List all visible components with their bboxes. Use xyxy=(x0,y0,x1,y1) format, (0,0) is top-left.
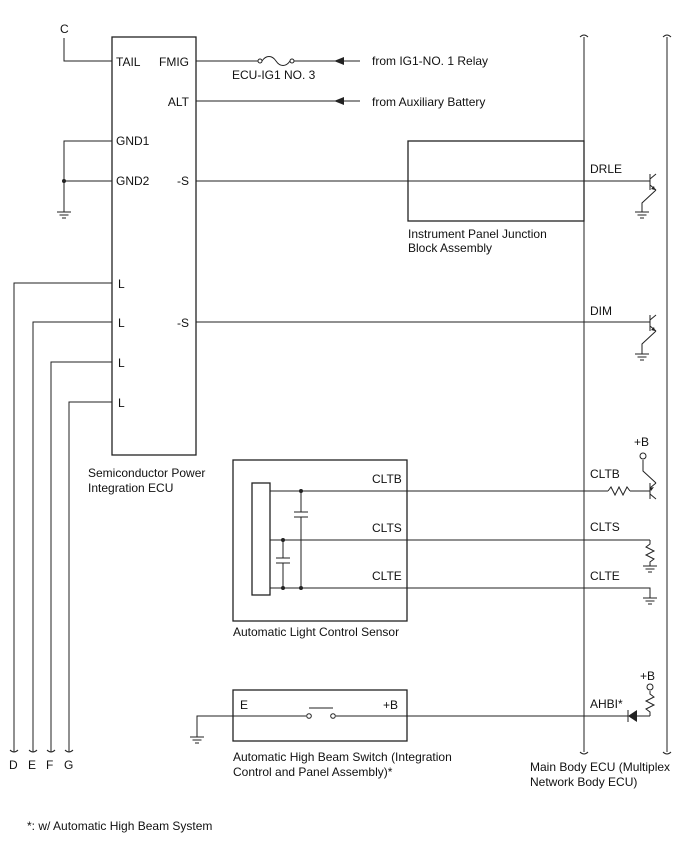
junction-dot xyxy=(281,586,285,590)
fuse-icon xyxy=(261,56,291,66)
pin-l1: L xyxy=(118,277,125,291)
connector-f-icon xyxy=(46,749,56,753)
junction-dot xyxy=(62,179,66,183)
arrow-left-icon xyxy=(334,57,344,65)
light-sensor-name: Automatic Light Control Sensor xyxy=(233,625,399,639)
pin-s-drle: -S xyxy=(177,174,189,188)
junction-dot xyxy=(299,489,303,493)
diode-icon xyxy=(627,710,637,722)
switch-pin-b: +B xyxy=(383,698,398,712)
connector-d-label: D xyxy=(9,758,18,772)
power-ecu-box xyxy=(111,36,197,456)
main-body-ecu-name-1: Main Body ECU (Multiplex xyxy=(530,760,670,774)
junction-block: Instrument Panel Junction Block Assembly xyxy=(407,140,585,255)
switch-icon xyxy=(306,707,336,719)
supply-terminal xyxy=(639,452,647,460)
switch-ground-wire xyxy=(190,715,233,744)
main-body-ecu: Main Body ECU (Multiplex Network Body EC… xyxy=(530,34,672,789)
sensor-pin-clts: CLTS xyxy=(372,521,402,535)
from-battery-label: from Auxiliary Battery xyxy=(372,95,485,109)
supply-label-1: +B xyxy=(634,435,649,449)
sensor-pin-cltb: CLTB xyxy=(372,472,402,486)
power-ecu-name-1: Semiconductor Power xyxy=(88,466,205,480)
pin-clte: CLTE xyxy=(590,569,620,583)
dim-wire: DIM xyxy=(196,304,657,361)
high-beam-switch-name-2: Control and Panel Assembly)* xyxy=(233,765,393,779)
from-relay-label: from IG1-NO. 1 Relay xyxy=(372,54,488,68)
pin-cltb: CLTB xyxy=(590,467,620,481)
ground-icon xyxy=(643,565,657,573)
pin-alt: ALT xyxy=(168,95,190,109)
pin-gnd1: GND1 xyxy=(116,134,150,148)
sensor-element xyxy=(251,482,271,596)
clts-wire: CLTS xyxy=(407,520,657,573)
high-beam-switch-name-1: Automatic High Beam Switch (Integration xyxy=(233,750,452,764)
connector-e-label: E xyxy=(28,758,36,772)
ground-icon xyxy=(190,736,204,744)
fuse-terminal-left xyxy=(257,58,263,64)
resistor-icon xyxy=(644,540,656,566)
supply-terminal xyxy=(646,683,654,691)
pin-l4: L xyxy=(118,396,125,410)
ground-icon xyxy=(635,353,649,361)
footnote: *: w/ Automatic High Beam System xyxy=(27,819,212,833)
arrow-left-icon xyxy=(334,97,344,105)
connector-e-icon xyxy=(28,749,38,753)
switch-pin-e: E xyxy=(240,698,248,712)
pin-dim: DIM xyxy=(590,304,612,318)
pin-l2: L xyxy=(118,316,125,330)
main-body-ecu-name-2: Network Body ECU) xyxy=(530,775,637,789)
transistor-icon xyxy=(649,173,657,191)
pin-clts: CLTS xyxy=(590,520,620,534)
drle-wire: DRLE xyxy=(196,162,657,219)
pin-l3: L xyxy=(118,356,125,370)
ground-wire xyxy=(57,140,112,219)
fuse-label: ECU-IG1 NO. 3 xyxy=(232,68,316,82)
sensor-pin-clte: CLTE xyxy=(372,569,402,583)
fmig-wire: ECU-IG1 NO. 3 from IG1-NO. 1 Relay xyxy=(196,54,488,82)
high-beam-switch: E +B Automatic High Beam Switch (Integra… xyxy=(232,689,452,779)
ground-icon xyxy=(635,211,649,219)
connector-g-label: G xyxy=(64,758,73,772)
connector-d-icon xyxy=(9,749,19,753)
junction-dot xyxy=(281,538,285,542)
pin-s-dim: -S xyxy=(177,316,189,330)
l-wires: D E F G xyxy=(9,282,112,772)
pin-gnd2: GND2 xyxy=(116,174,150,188)
pin-fmig: FMIG xyxy=(159,55,189,69)
transistor-icon xyxy=(649,314,657,332)
connector-g-icon xyxy=(64,749,74,753)
ground-icon xyxy=(643,597,657,605)
ground-icon xyxy=(57,211,71,219)
supply-label-2: +B xyxy=(640,669,655,683)
power-ecu: TAIL FMIG ALT GND1 GND2 -S L L -S L L Se… xyxy=(88,36,205,495)
connector-c-label: C xyxy=(60,22,69,36)
light-sensor: CLTB CLTS CLTE Automatic Light Control S… xyxy=(232,459,408,639)
connector-c-wire: C xyxy=(60,22,112,62)
junction-dot xyxy=(299,586,303,590)
connector-f-label: F xyxy=(46,758,53,772)
pin-tail: TAIL xyxy=(116,55,141,69)
pin-drle: DRLE xyxy=(590,162,622,176)
fuse-terminal-right xyxy=(289,58,295,64)
alt-wire: from Auxiliary Battery xyxy=(196,95,485,109)
transistor-icon xyxy=(649,482,657,500)
pin-ahbi: AHBI* xyxy=(590,697,623,711)
power-ecu-name-2: Integration ECU xyxy=(88,481,173,495)
cltb-wire: CLTB +B xyxy=(407,435,657,500)
junction-block-name-1: Instrument Panel Junction xyxy=(408,227,547,241)
ahbi-wire: AHBI* +B xyxy=(407,669,656,722)
resistor-icon xyxy=(644,691,656,716)
clte-wire: CLTE xyxy=(407,569,657,605)
resistor-icon xyxy=(607,485,631,497)
junction-block-name-2: Block Assembly xyxy=(408,241,492,255)
